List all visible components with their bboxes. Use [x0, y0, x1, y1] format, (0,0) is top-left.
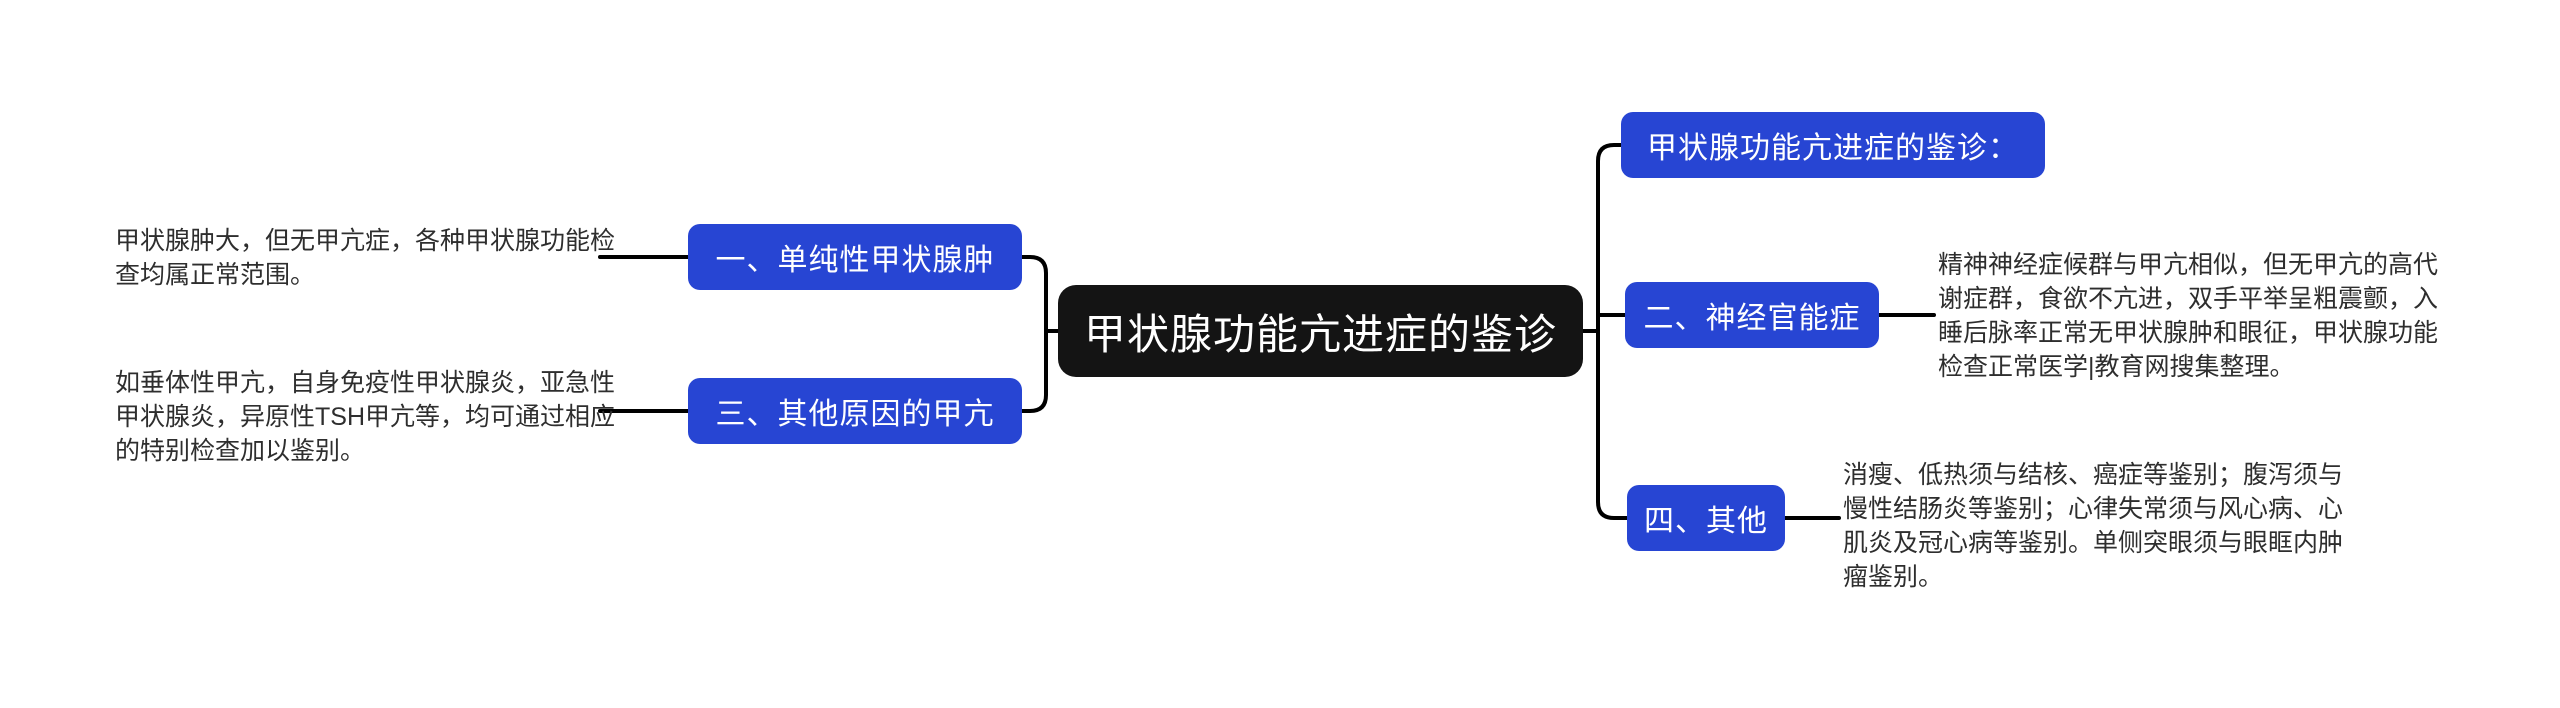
- node-label: 甲状腺功能亢进症的鉴诊：: [1647, 132, 2019, 165]
- node-label: 一、单纯性甲状腺肿: [715, 244, 995, 277]
- node-diagnosis-title[interactable]: 甲状腺功能亢进症的鉴诊：: [1621, 112, 2045, 178]
- note-other-causes: 如垂体性甲亢，自身免疫性甲状腺炎，亚急性 甲状腺炎，异原性TSH甲亢等，均可通过…: [115, 369, 616, 465]
- node-central-topic[interactable]: 甲状腺功能亢进症的鉴诊: [1058, 285, 1583, 377]
- note-others: 消瘦、低热须与结核、癌症等鉴别；腹泻须与 慢性结肠炎等鉴别；心律失常须与风心病、…: [1843, 461, 2344, 591]
- node-label: 二、神经官能症: [1643, 302, 1861, 335]
- node-label: 三、其他原因的甲亢: [715, 398, 995, 431]
- node-label: 四、其他: [1644, 505, 1768, 538]
- node-neurosis[interactable]: 二、神经官能症: [1625, 282, 1879, 348]
- node-label: 甲状腺功能亢进症的鉴诊: [1083, 310, 1557, 358]
- node-simple-goiter[interactable]: 一、单纯性甲状腺肿: [688, 224, 1022, 290]
- node-others[interactable]: 四、其他: [1627, 485, 1785, 551]
- note-neurosis: 精神神经症候群与甲亢相似，但无甲亢的高代 谢症群，食欲不亢进，双手平举呈粗震颤，…: [1938, 251, 2439, 381]
- note-simple-goiter: 甲状腺肿大，但无甲亢症，各种甲状腺功能检 查均属正常范围。: [115, 227, 616, 289]
- connector-left-bracket: [1020, 255, 1048, 413]
- connector-right-bracket: [1596, 143, 1629, 520]
- node-other-causes[interactable]: 三、其他原因的甲亢: [688, 378, 1022, 444]
